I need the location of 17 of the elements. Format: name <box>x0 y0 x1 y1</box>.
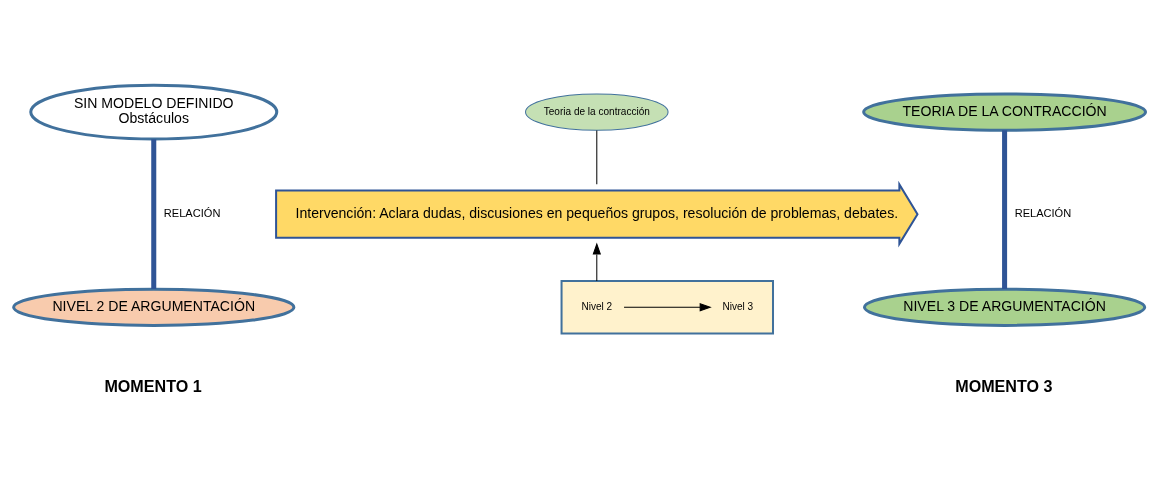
node-ellipse: Teoria de la contracción <box>524 93 669 131</box>
edge-label: RELACIÓN <box>163 206 220 219</box>
arrow <box>592 242 601 282</box>
cluster <box>560 280 774 335</box>
node-ellipse: NIVEL 3 DE ARGUMENTACIÓN <box>862 287 1146 327</box>
label: MOMENTO 1 <box>103 376 202 395</box>
connector <box>1001 130 1007 289</box>
node-text: Nivel 3 <box>721 300 753 312</box>
arrow <box>623 303 712 312</box>
node-ellipse: TEORIA DE LA CONTRACCIÓN <box>861 92 1147 132</box>
node-ellipse: SIN MODELO DEFINIDO Obstáculos <box>28 83 278 141</box>
node-text: Nivel 2 <box>580 300 612 312</box>
node-ellipse: NIVEL 2 DE ARGUMENTACIÓN <box>11 287 295 327</box>
edge-label: RELACIÓN <box>1014 206 1071 219</box>
connector <box>150 139 156 289</box>
connector <box>595 130 597 185</box>
label: MOMENTO 3 <box>954 376 1053 395</box>
